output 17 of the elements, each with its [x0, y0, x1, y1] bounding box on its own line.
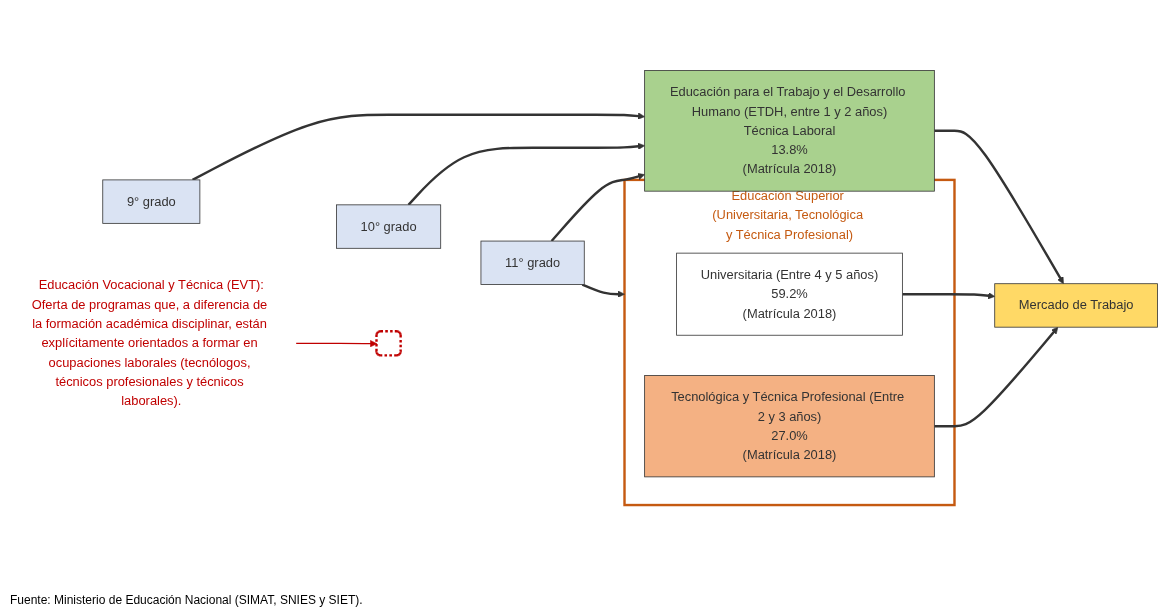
arrow: [550, 172, 645, 242]
node-box: Mercado de Trabajo: [994, 283, 1158, 328]
node-box: Educación para el Trabajo y el Desarrollo Humano (ETDH, entre 1 y 2 años) Técnica Laboral 13.8% (Matrícula 2018): [644, 69, 935, 192]
node-box: 11° grado: [480, 240, 585, 285]
node-box: Universitaria (Entre 4 y 5 años) 59.2% (Matrícula 2018): [676, 252, 903, 336]
node-box: 9° grado: [102, 179, 201, 224]
arrow: [902, 291, 996, 299]
arrow: [295, 339, 378, 347]
arrow: [407, 142, 645, 206]
arrow: [934, 326, 1059, 428]
arrow: [581, 283, 625, 298]
arrow: [934, 129, 1064, 284]
source-note: Fuente: Ministerio de Educación Nacional (SIMAT, SNIES y SIET).: [10, 593, 363, 607]
node-box: 10° grado: [336, 204, 442, 249]
node-text: Educación Vocacional y Técnica (EVT): Oferta de programas que, a diferencia de la formación académica disciplinar, están explícitamente orientados a formar en ocupaciones laborales (tecnólogos, técnicos profesionales y técnicos laborales).: [31, 277, 268, 408]
node-box: Tecnológica y Técnica Profesional (Entre 2 y 3 años) 27.0% (Matrícula 2018): [644, 374, 935, 478]
arrow: [192, 112, 645, 181]
